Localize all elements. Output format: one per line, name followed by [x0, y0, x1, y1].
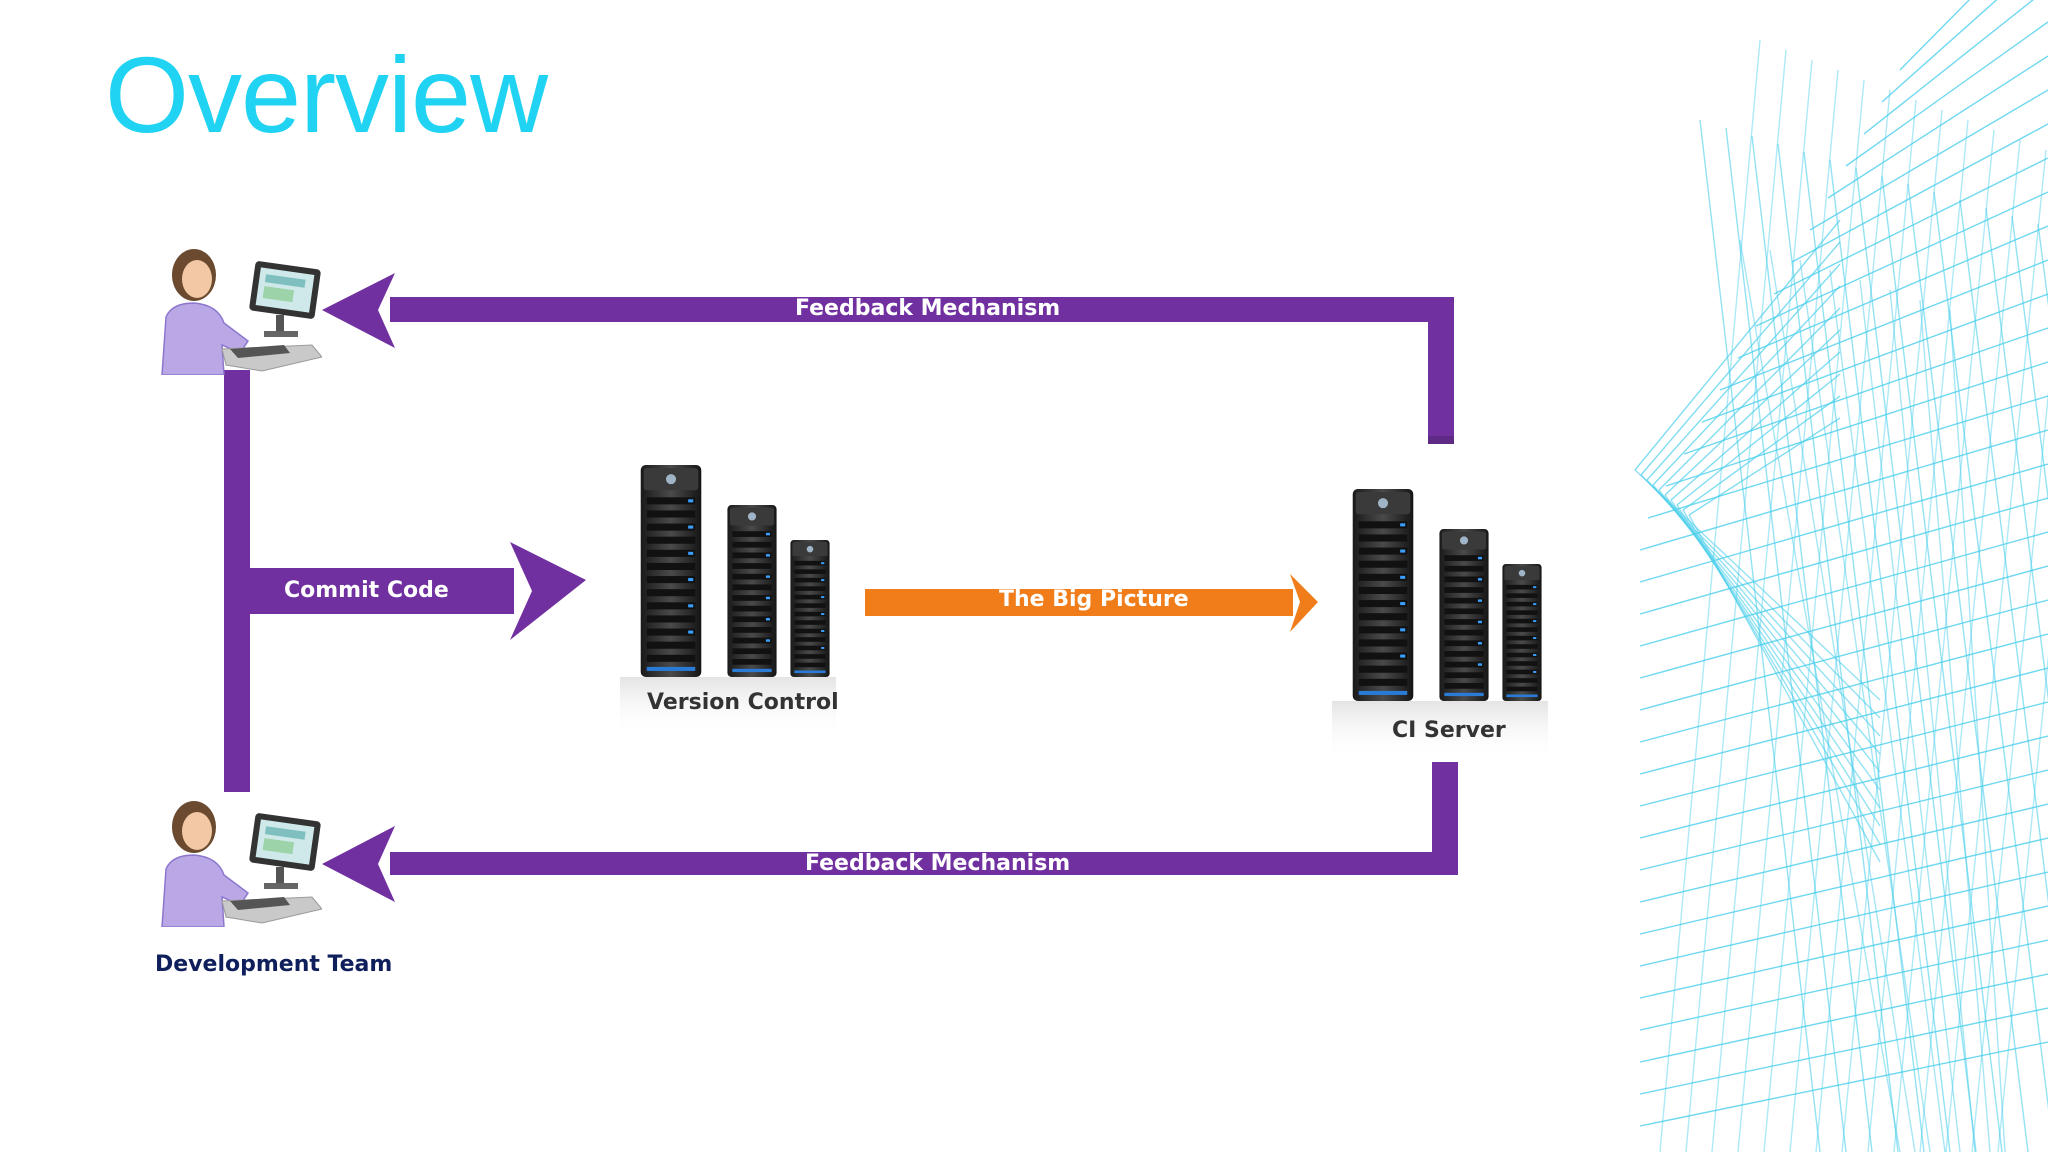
feedback-arrow-top: [322, 273, 1454, 444]
feedback-label-bottom: Feedback Mechanism: [805, 851, 1071, 876]
development-team-label: Development Team: [155, 952, 393, 977]
big-picture-arrow: [865, 574, 1318, 632]
developer-workstation-icon: [161, 800, 322, 927]
commit-code-arrow: [224, 370, 586, 792]
feedback-arrow-bottom: [322, 762, 1458, 902]
ci-server-icon: [1332, 489, 1548, 761]
version-control-label: Version Control: [647, 690, 839, 715]
feedback-label-top: Feedback Mechanism: [795, 296, 1061, 321]
ci-server-label: CI Server: [1392, 718, 1506, 743]
version-control-server-icon: [620, 465, 836, 737]
wireframe-building-graphic: [1634, 0, 2048, 1152]
commit-code-label: Commit Code: [284, 578, 449, 603]
big-picture-label: The Big Picture: [999, 587, 1189, 612]
slide-title: Overview: [105, 34, 548, 155]
developer-workstation-icon: [161, 248, 322, 375]
